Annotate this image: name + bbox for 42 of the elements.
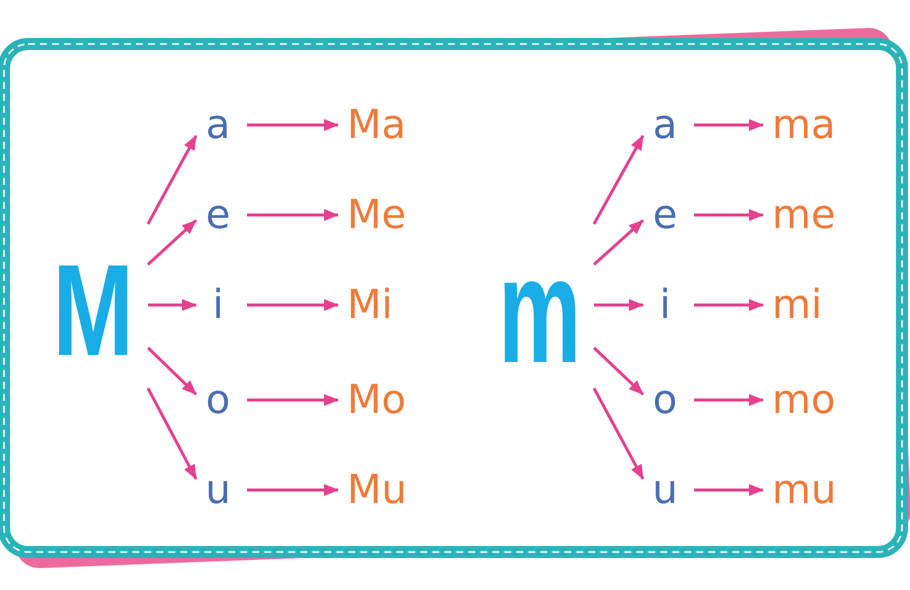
syllable: Mi xyxy=(347,281,447,329)
arrow xyxy=(594,299,644,311)
syllable: Ma xyxy=(347,101,447,149)
arrow xyxy=(593,219,644,266)
syllable: mi xyxy=(772,281,872,329)
arrow xyxy=(146,346,198,396)
arrow xyxy=(146,134,198,225)
arrow xyxy=(592,388,644,480)
vowel-letter: a xyxy=(645,101,685,149)
arrow xyxy=(247,119,339,131)
vowel-letter: o xyxy=(645,376,685,424)
arrow xyxy=(694,484,764,496)
arrow xyxy=(694,209,764,221)
arrow xyxy=(146,388,198,480)
syllable: Mo xyxy=(347,376,447,424)
arrow xyxy=(592,134,644,225)
syllable: mu xyxy=(772,466,872,514)
syllable: mo xyxy=(772,376,872,424)
vowel-letter: e xyxy=(198,191,238,239)
syllable: Me xyxy=(347,191,447,239)
arrow xyxy=(146,219,198,266)
arrow xyxy=(148,299,197,311)
arrow xyxy=(694,299,764,311)
vowel-letter: i xyxy=(645,281,685,329)
vowel-letter: o xyxy=(198,376,238,424)
arrow xyxy=(247,394,339,406)
syllable: me xyxy=(772,191,872,239)
vowel-letter: u xyxy=(645,466,685,514)
arrow xyxy=(592,346,644,396)
vowel-letter: a xyxy=(198,101,238,149)
arrow xyxy=(247,299,339,311)
arrow xyxy=(247,209,339,221)
arrow xyxy=(247,484,339,496)
syllable: Mu xyxy=(347,466,447,514)
vowel-letter: e xyxy=(645,191,685,239)
capital-letter: m xyxy=(487,215,592,405)
capital-letter: M xyxy=(40,215,146,405)
vowel-letter: i xyxy=(198,281,238,329)
vowel-letter: u xyxy=(198,466,238,514)
syllable: ma xyxy=(772,101,872,149)
arrow xyxy=(694,119,764,131)
arrow xyxy=(694,394,764,406)
